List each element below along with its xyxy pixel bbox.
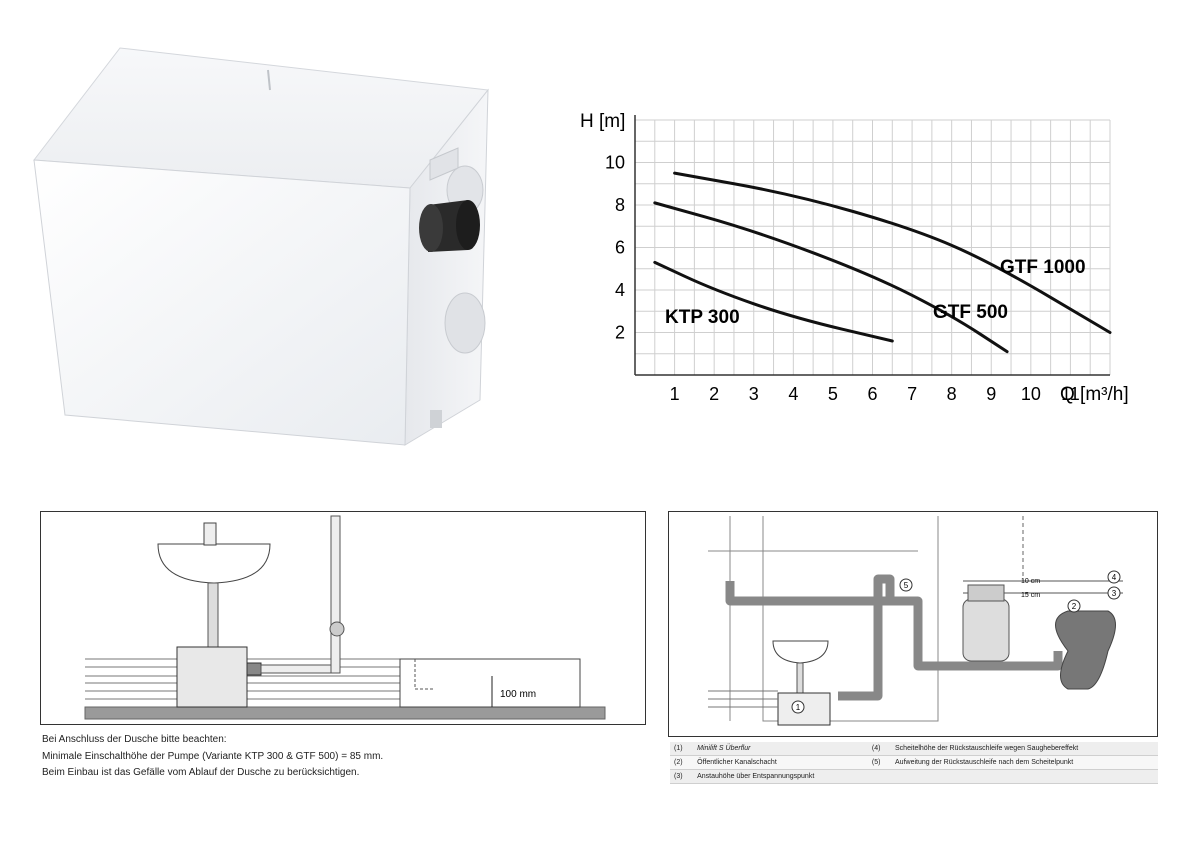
chart-series <box>653 171 1112 354</box>
series-label-gtf1000: GTF 1000 <box>1000 257 1086 278</box>
y-tick-label: 2 <box>615 323 625 343</box>
legend-num: (1) <box>670 742 694 756</box>
callouts <box>791 570 1121 714</box>
legend-row: (2) Öffentlicher Kanalschacht (5) Aufwei… <box>670 755 1158 770</box>
series-line-gtf1000 <box>673 171 1112 334</box>
series-line-gtf500 <box>653 201 1009 354</box>
x-tick-label: 9 <box>986 384 996 404</box>
legend-text: Scheitelhöhe der Rückstauschleife wegen … <box>891 742 1158 756</box>
legend-text: Anstauhöhe über Entspannungspunkt <box>693 769 868 784</box>
x-tick-label: 2 <box>709 384 719 404</box>
pump-product-image <box>33 47 489 446</box>
callout-5: 5 <box>904 581 909 590</box>
legend-row: (3) Anstauhöhe über Entspannungspunkt <box>670 769 1158 784</box>
y-tick-labels: 2 4 6 8 10 <box>605 153 625 343</box>
x-tick-labels: 1 2 3 4 5 6 7 8 9 10 11 <box>670 384 1080 404</box>
y-tick-label: 4 <box>615 280 625 300</box>
callout-2: 2 <box>1072 602 1077 611</box>
legend-num: (5) <box>867 755 892 770</box>
legend-num <box>867 769 892 784</box>
legend-table: (1) Minilift S Überflur (4) Scheitelhöhe… <box>670 742 1158 784</box>
y-tick-label: 8 <box>615 195 625 215</box>
legend-text <box>891 769 1158 784</box>
outlet-pipe-connector <box>419 200 480 252</box>
callout-4: 4 <box>1112 573 1117 582</box>
dimension-label: 100 mm <box>500 689 536 700</box>
legend-text: Minilift S Überflur <box>693 742 868 756</box>
shower-tray <box>399 658 581 708</box>
x-tick-label: 4 <box>788 384 798 404</box>
x-tick-label: 11 <box>1061 384 1080 404</box>
installation-diagram-shower: 100 mm <box>40 511 646 725</box>
pump-unit <box>176 646 262 708</box>
sewer-shaft <box>1055 610 1116 690</box>
series-line-ktp300 <box>653 260 894 343</box>
x-tick-label: 8 <box>947 384 957 404</box>
callout-1: 1 <box>796 703 801 712</box>
backflow-valve <box>962 584 1010 662</box>
x-tick-label: 10 <box>1021 384 1041 404</box>
discharge-pipe <box>260 515 345 674</box>
legend-num: (4) <box>867 742 892 756</box>
x-tick-label: 6 <box>867 384 877 404</box>
installation-diagram-backflow-loop: 1 2 3 4 5 10 cm 15 cm <box>668 511 1158 737</box>
series-label-gtf500: GTF 500 <box>933 302 1008 323</box>
washbasin <box>157 522 271 648</box>
legend-num: (2) <box>670 755 694 770</box>
note-line-1: Bei Anschluss der Dusche bitte beachten: <box>42 734 227 745</box>
legend-text: Öffentlicher Kanalschacht <box>693 755 868 770</box>
dimension-15cm: 15 cm <box>1021 592 1040 599</box>
x-tick-label: 5 <box>828 384 838 404</box>
drain-pipe-route <box>725 574 1063 701</box>
x-tick-label: 1 <box>670 384 680 404</box>
note-line-3: Beim Einbau ist das Gefälle vom Ablauf d… <box>42 767 360 778</box>
x-axis-label: Q [m³/h] <box>1060 384 1129 405</box>
chart-axes <box>634 115 1110 376</box>
washbasin-small <box>772 640 829 694</box>
x-tick-label: 3 <box>749 384 759 404</box>
y-tick-label: 6 <box>615 238 625 258</box>
x-tick-label: 7 <box>907 384 917 404</box>
y-axis-label: H [m] <box>580 111 625 132</box>
series-label-ktp300: KTP 300 <box>665 307 740 328</box>
legend-text: Aufweitung der Rückstauschleife nach dem… <box>891 755 1158 770</box>
legend-num: (3) <box>670 769 694 784</box>
callout-3: 3 <box>1112 589 1117 598</box>
note-line-2: Minimale Einschalthöhe der Pumpe (Varian… <box>42 751 384 762</box>
dimension-10cm: 10 cm <box>1021 578 1040 585</box>
y-tick-label: 10 <box>605 153 625 173</box>
legend-row: (1) Minilift S Überflur (4) Scheitelhöhe… <box>670 742 1158 756</box>
